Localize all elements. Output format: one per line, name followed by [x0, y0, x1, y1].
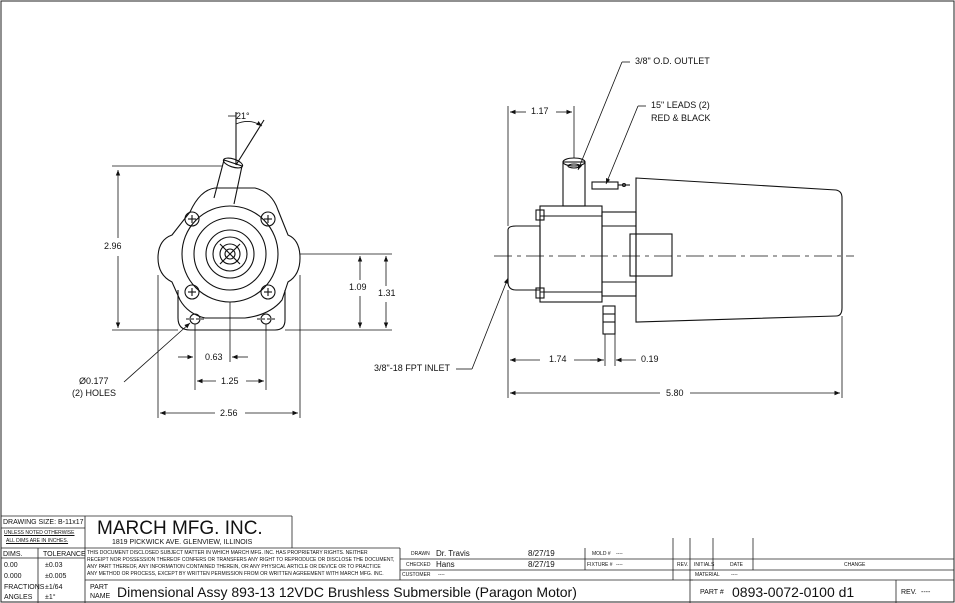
height-total-dimension: 2.96 [104, 241, 122, 251]
inlet-depth-dimension: 1.74 [549, 354, 567, 364]
rev-value: ---- [921, 589, 931, 596]
front-dimensions [112, 115, 392, 418]
checked-label: CHECKED [406, 562, 431, 568]
lead-offset-dimension: 0.19 [641, 354, 659, 364]
outlet-callout: 3/8" O.D. OUTLET [635, 56, 710, 66]
part-number-label: PART # [700, 589, 724, 596]
fixture-value: ---- [616, 562, 623, 568]
side-view [507, 157, 843, 335]
drawn-label: DRAWN [411, 551, 430, 557]
part-number: 0893-0072-0100 d1 [732, 584, 855, 600]
rev-label: REV. [901, 589, 917, 596]
front-view [157, 112, 301, 331]
name-label: NAME [90, 593, 111, 600]
inlet-body [507, 225, 541, 291]
pump-housing [157, 187, 301, 319]
company-name: MARCH MFG. INC. [97, 518, 263, 539]
date-col-header: DATE [730, 562, 743, 568]
height-a-dimension: 1.09 [349, 282, 367, 292]
title-block-grid [1, 515, 954, 603]
angle-dimension: 21° [236, 111, 250, 121]
checked-by: Hans [436, 560, 455, 569]
tol-row-dim: ANGLES [4, 594, 33, 601]
disclaimer-line: THIS DOCUMENT DISCLOSED SUBJECT MATTER I… [87, 550, 368, 556]
leads [591, 181, 619, 190]
customer-value: ---- [438, 572, 445, 578]
drawn-by: Dr. Travis [436, 549, 470, 558]
unless-noted-line2: ALL DIMS ARE IN INCHES. [6, 538, 69, 544]
screw-icon [260, 211, 276, 227]
initials-col-header: INITIALS [694, 562, 715, 568]
part-label: PART [90, 584, 109, 591]
hole-span-dimension: 1.25 [221, 376, 239, 386]
company-address: 1819 PICKWICK AVE. GLENVIEW, ILLINOIS [112, 539, 253, 546]
leads-callout-line1: 15" LEADS (2) [651, 100, 710, 110]
dims-label: DIMS. [3, 551, 23, 558]
outlet-pipe [562, 161, 586, 207]
tol-row-dim: 0.00 [4, 562, 18, 569]
leads-callout-line2: RED & BLACK [651, 113, 711, 123]
change-col-header: CHANGE [844, 562, 866, 568]
disclaimer-line: ANY PART THEREOF, ANY INFORMATION CONTAI… [87, 564, 381, 570]
customer-label: CUSTOMER [402, 572, 431, 578]
tolerance-label: TOLERANCE [43, 551, 86, 558]
material-value: ---- [731, 572, 738, 578]
checked-date: 8/27/19 [528, 560, 555, 569]
pump-head [539, 205, 603, 303]
drawn-date: 8/27/19 [528, 549, 555, 558]
holes-callout-count: (2) HOLES [72, 388, 117, 398]
tol-row-dim: FRACTIONS [4, 584, 45, 591]
motor-body [635, 177, 843, 323]
overall-length-dimension: 5.80 [666, 388, 684, 398]
hole-center-dimension: 0.63 [205, 352, 223, 362]
outlet-offset-dimension: 1.17 [531, 106, 549, 116]
drawing-size: DRAWING SIZE: B-11x17 [3, 519, 84, 526]
unless-noted-line1: UNLESS NOTED OTHERWISE [4, 530, 75, 536]
height-b-dimension: 1.31 [378, 288, 396, 298]
part-name: Dimensional Assy 893-13 12VDC Brushless … [117, 584, 577, 600]
disclaimer-line: RECEIPT NOR POSSESSION THEREOF CONFERS O… [87, 557, 395, 563]
material-label: MATERIAL [695, 572, 720, 578]
inlet-callout: 3/8"-18 FPT INLET [374, 363, 451, 373]
angled-outlet [213, 159, 243, 205]
mold-label: MOLD # [592, 551, 611, 557]
screw-icon [260, 284, 276, 300]
flange-width-dimension: 2.56 [220, 408, 238, 418]
tol-row-tol: ±1° [45, 594, 56, 601]
mold-value: ---- [616, 551, 623, 557]
disclaimer-line: ANY METHOD OR PROCESS, EXCEPT BY WRITTEN… [87, 571, 384, 577]
tol-row-tol: ±0.03 [45, 562, 63, 569]
mounting-flange [177, 290, 286, 331]
side-dimensions [456, 61, 843, 398]
screw-icon [184, 211, 200, 227]
tol-row-tol: ±0.005 [45, 573, 67, 580]
rev-col-header: REV. [677, 562, 689, 568]
screw-icon [184, 284, 200, 300]
fixture-label: FIXTURE # [587, 562, 613, 568]
tol-row-tol: ±1/64 [45, 584, 63, 591]
holes-callout-diameter: Ø0.177 [79, 376, 109, 386]
tol-row-dim: 0.000 [4, 573, 22, 580]
